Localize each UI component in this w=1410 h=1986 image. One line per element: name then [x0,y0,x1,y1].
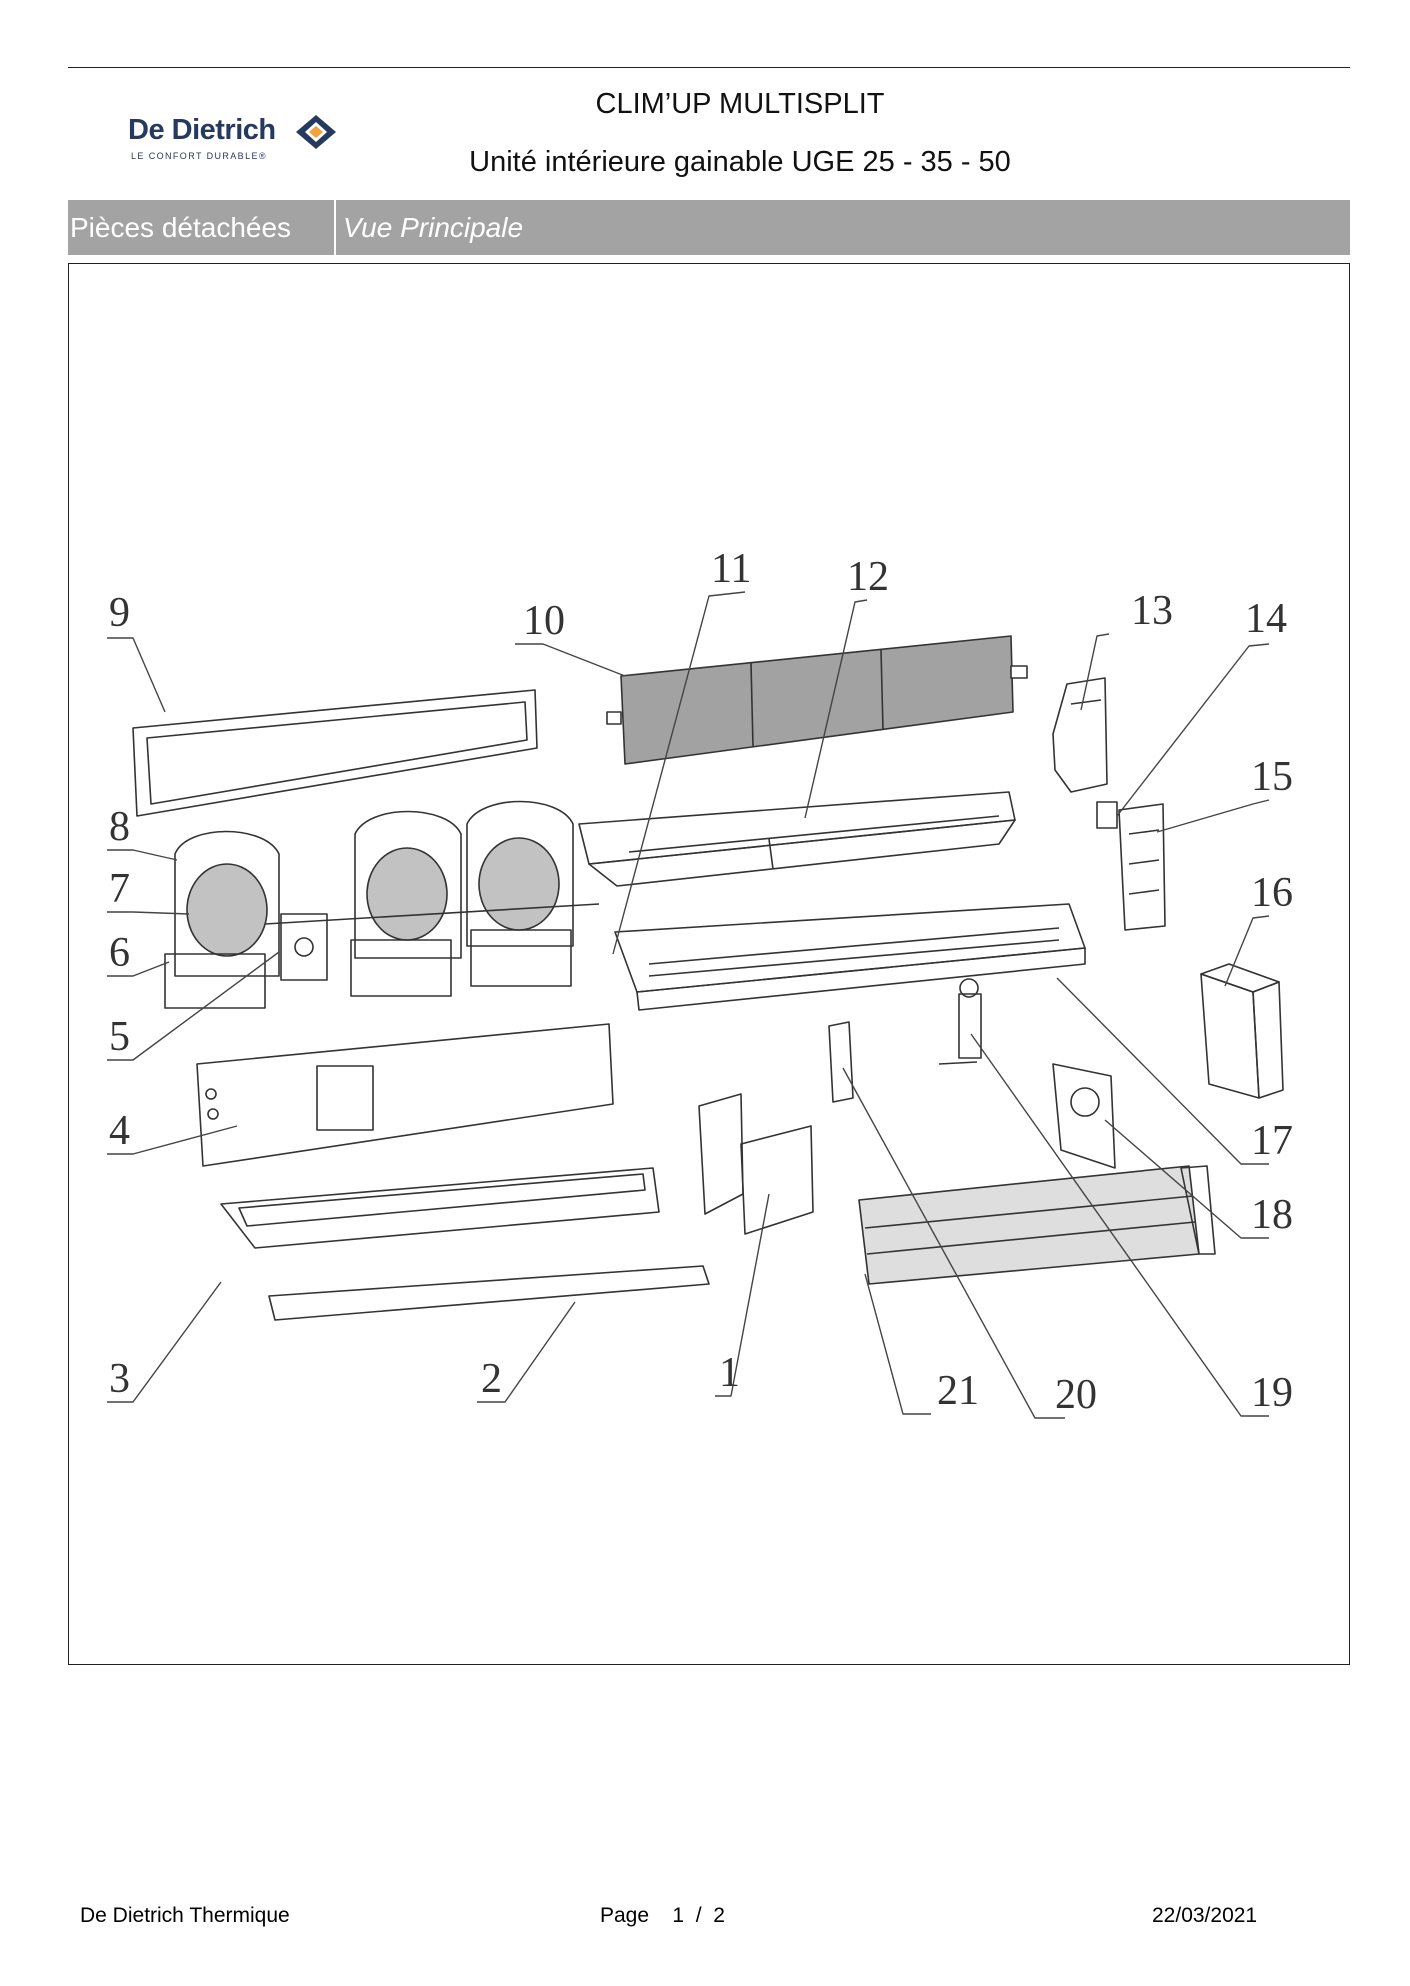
section-label-spare-parts: Pièces détachées [70,212,292,243]
part-label-6: 6 [109,930,130,976]
part-label-21: 21 [937,1368,979,1414]
brand-name: De Dietrich [128,114,276,146]
part-label-15: 15 [1251,754,1293,800]
part-21-heat-exchanger [858,1165,1216,1285]
part-label-19: 19 [1251,1370,1293,1416]
footer-page-indicator: Page 1 / 2 [600,1904,725,1928]
exploded-view-diagram: 9 8 7 6 5 4 3 2 1 10 11 12 13 14 15 16 1… [107,546,1293,1419]
part-12-upper-casing [578,791,1016,887]
part-18-side-panel [1052,1063,1116,1169]
part-label-11: 11 [711,546,751,592]
part-label-16: 16 [1251,870,1293,916]
header-top-rule [68,67,1350,68]
part-label-7: 7 [109,866,130,912]
part-16-control-box [1200,963,1284,1099]
part-label-18: 18 [1251,1192,1293,1238]
section-bar-left-cell: Pièces détachées [68,200,336,255]
brand-logo: De Dietrich LE CONFORT DURABLE® [126,108,366,168]
footer-page-separator: / [695,1904,702,1927]
part-14-clip [1096,801,1118,829]
footer-page-current: 1 [672,1904,685,1927]
part-number-labels: 9 8 7 6 5 4 3 2 1 10 11 12 13 14 15 16 1… [109,546,1293,1418]
part-label-17: 17 [1251,1118,1293,1164]
part-17-base-pan [614,903,1086,1011]
part-5-fan-motor [280,913,328,981]
part-4-rear-panel [196,1023,614,1167]
part-19-valve-assembly [938,978,982,1065]
brand-tagline: LE CONFORT DURABLE® [131,151,267,161]
part-label-4: 4 [109,1108,130,1154]
part-20-seal [828,1021,854,1103]
part-6-blower-assembly [164,800,600,1009]
part-15-electrical-box [1118,803,1166,931]
document-subtitle: Unité intérieure gainable UGE 25 - 35 - … [469,146,1011,178]
footer-company: De Dietrich Thermique [80,1904,290,1927]
brand-diamond-icon [296,115,336,149]
part-label-13: 13 [1131,588,1173,634]
part-label-2: 2 [481,1356,502,1402]
part-label-10: 10 [523,598,565,644]
document-title: CLIM’UP MULTISPLIT [595,88,885,120]
section-label-view: Vue Principale [343,212,524,243]
part-label-12: 12 [847,554,889,600]
footer-date: 22/03/2021 [1152,1904,1258,1927]
part-3-lower-duct [220,1167,660,1249]
part-label-5: 5 [109,1014,130,1060]
leader-lines [107,591,1270,1419]
footer-page-label: Page [600,1904,650,1927]
part-10-air-filter [606,635,1028,765]
part-label-1: 1 [719,1350,740,1396]
part-label-20: 20 [1055,1372,1097,1418]
footer-page-total: 2 [713,1904,725,1927]
part-1-side-plate [698,1093,814,1235]
part-label-9: 9 [109,590,130,636]
part-label-3: 3 [109,1356,130,1402]
subtitle-clip [380,179,1100,199]
section-bar: Pièces détachées Vue Principale [68,200,1350,255]
part-2-duct-strip [268,1265,710,1321]
exploded-view-frame: 9 8 7 6 5 4 3 2 1 10 11 12 13 14 15 16 1… [68,263,1350,1665]
part-13-side-bracket [1052,677,1108,793]
part-label-8: 8 [109,804,130,850]
part-label-14: 14 [1245,596,1287,642]
part-9-front-frame [132,689,538,817]
